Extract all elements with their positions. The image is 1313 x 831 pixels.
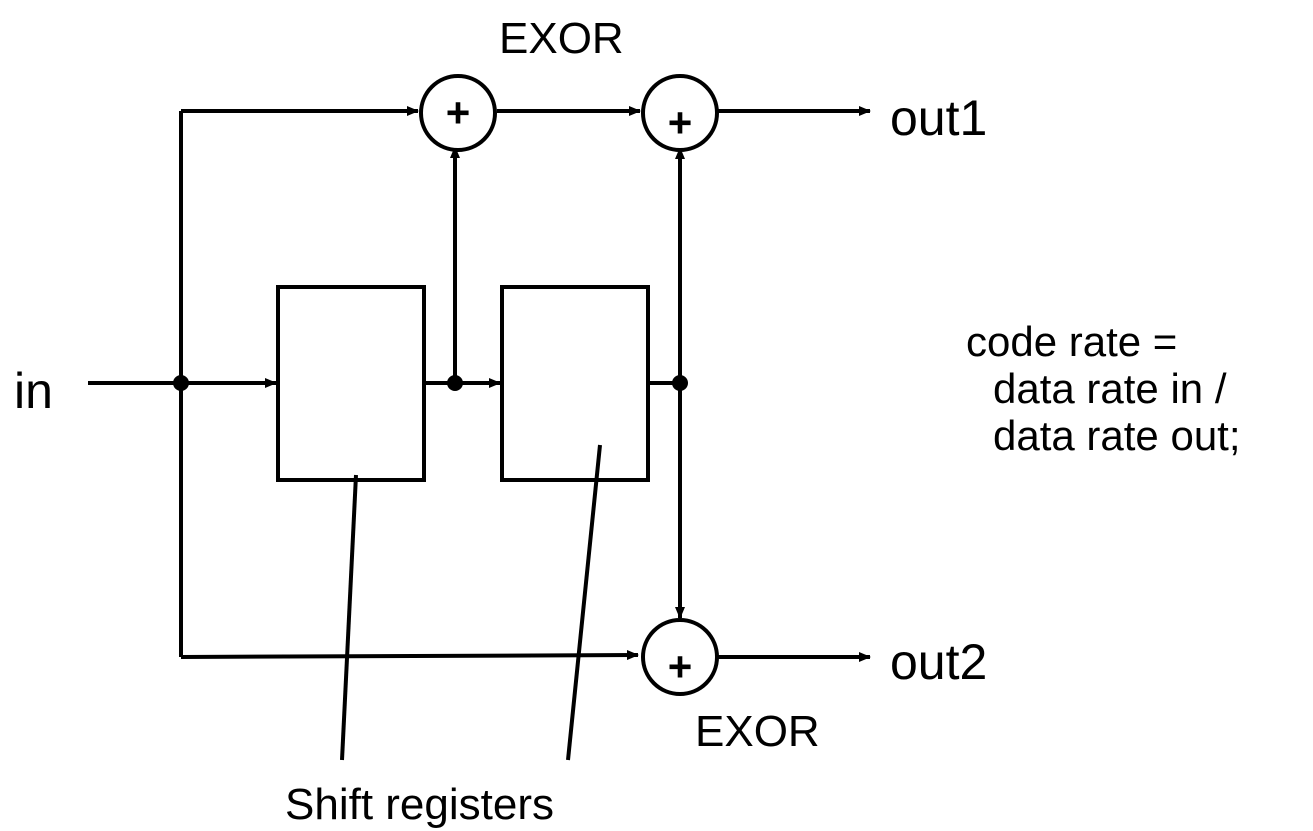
code-rate-line-3: data rate out;: [993, 412, 1241, 459]
xor-label-top: EXOR: [499, 14, 624, 63]
xor-gate-2-symbol: +: [668, 99, 693, 146]
xor-gate-3-symbol: +: [668, 643, 693, 690]
xor-gate-1-symbol: +: [446, 89, 471, 136]
junction-dot-tap1: [447, 375, 463, 391]
xor-label-bottom: EXOR: [695, 707, 820, 756]
output1-label: out1: [890, 90, 988, 146]
xor-gate-2: [641, 74, 719, 152]
junction-dot-tap2: [672, 375, 688, 391]
output2-label: out2: [890, 634, 988, 690]
shift-register-2: [500, 285, 650, 482]
junction-dot-input: [173, 375, 189, 391]
xor-gate-1: [419, 74, 497, 152]
code-rate-line-2: data rate in /: [993, 365, 1227, 412]
shift-register-1: [276, 285, 426, 482]
input-to-xor3-wire: [180, 650, 639, 661]
shift-register-1-leader: [340, 474, 358, 761]
xor-gate-3: [641, 618, 719, 696]
shift-registers-label: Shift registers: [285, 780, 554, 829]
input-label: in: [14, 363, 53, 419]
shift-register-2-leader: [566, 444, 602, 761]
code-rate-line-1: code rate =: [966, 318, 1178, 365]
